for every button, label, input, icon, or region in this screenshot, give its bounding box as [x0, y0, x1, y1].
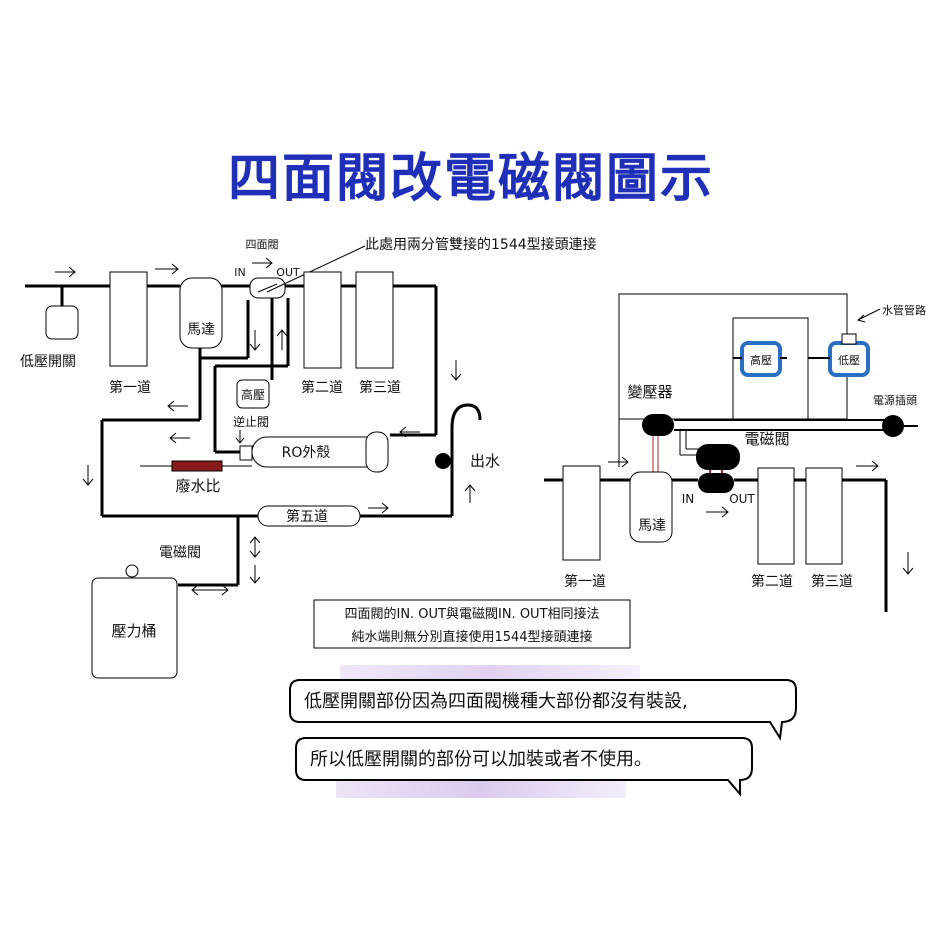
high-pressure-switch — [236, 379, 270, 409]
ro-housing-label: RO外殼 — [282, 445, 331, 461]
right-out-label: OUT — [729, 492, 755, 506]
valve-out-label: OUT — [276, 266, 300, 279]
pressure-tank — [91, 577, 178, 679]
right-stage-two-label: 第二道 — [751, 573, 793, 590]
right-high-pressure-label: 高壓 — [750, 353, 772, 367]
waste-ratio-restrictor — [171, 460, 223, 472]
power-plug-icon — [882, 415, 904, 437]
note-box: 四面閥的IN. OUT與電磁閥IN. OUT相同接法 純水端則無分別直接使用15… — [313, 599, 631, 649]
right-in-label: IN — [682, 492, 695, 506]
tank-valve-icon — [125, 564, 139, 578]
right-motor-label: 馬達 — [638, 518, 666, 534]
flow-arrows-right — [608, 456, 914, 575]
transformer-label: 變壓器 — [627, 383, 672, 401]
flow-arrows-left — [55, 257, 476, 596]
right-diagram: 水管管路 高壓 低壓 變壓器 電源插頭 電磁閥 IN OUT — [544, 293, 926, 612]
left-diagram: 低壓開關 第一道 馬達 四面閥 IN OUT 此處用兩分管雙接的1544型接頭連… — [20, 236, 597, 679]
stage-two-filter — [303, 271, 342, 369]
high-pressure-label: 高壓 — [241, 387, 265, 402]
stage-three-label: 第三道 — [359, 379, 401, 396]
four-way-valve-label: 四面閥 — [246, 238, 279, 251]
stage-one-label: 第一道 — [109, 379, 151, 396]
right-motor — [629, 471, 673, 543]
note-line-2: 純水端則無分別直接使用1544型接頭連接 — [351, 629, 592, 645]
power-plug-label: 電源插頭 — [873, 393, 917, 407]
right-low-pressure-label: 低壓 — [838, 354, 860, 367]
bubble-text-2: 所以低壓開關的部份可以加裝或者不使用。 — [310, 749, 652, 770]
faucet-valve-icon — [435, 453, 451, 469]
low-pressure-switch — [45, 305, 79, 340]
bubble-text-1: 低壓開關部份因為四面閥機種大部份都沒有裝設, — [304, 691, 688, 712]
motor-label: 馬達 — [187, 322, 215, 338]
solenoid-valve — [696, 444, 740, 470]
speech-bubble-2 — [295, 737, 753, 797]
motor — [179, 277, 223, 349]
right-stage-one-label: 第一道 — [564, 573, 606, 590]
faucet-icon — [450, 403, 482, 460]
right-stage-three-filter — [805, 467, 843, 565]
note-line-1: 四面閥的IN. OUT與電磁閥IN. OUT相同接法 — [344, 606, 599, 622]
valve-in-label: IN — [234, 266, 245, 279]
speech-bubbles: 低壓開關部份因為四面閥機種大部份都沒有裝設, 所以低壓開關的部份可以加裝或者不使… — [289, 665, 797, 798]
stage-five-filter — [257, 505, 361, 527]
right-stage-three-label: 第三道 — [811, 573, 853, 590]
right-solenoid-label: 電磁閥 — [744, 430, 789, 448]
right-stage-one-filter — [562, 465, 601, 561]
transformer — [642, 414, 674, 436]
waste-ratio-label: 廢水比 — [175, 477, 220, 495]
pressure-tank-label: 壓力桶 — [111, 622, 156, 640]
tank-solenoid-label: 電磁閥 — [159, 545, 201, 561]
stage-three-filter — [355, 271, 394, 369]
stage-one-filter — [109, 271, 148, 367]
callout-text: 此處用兩分管雙接的1544型接頭連接 — [365, 236, 597, 253]
page-title: 四面閥改電磁閥圖示 — [228, 149, 714, 209]
stage-two-label: 第二道 — [301, 379, 343, 396]
check-valve-label: 逆止閥 — [233, 414, 269, 429]
speech-bubble-1 — [289, 679, 797, 741]
right-stage-two-filter — [757, 467, 795, 565]
stage-five-label: 第五道 — [286, 508, 328, 525]
outlet-label: 出水 — [470, 452, 500, 470]
callout-leader — [266, 245, 366, 293]
low-pressure-switch-label: 低壓開關 — [20, 354, 76, 370]
pipe-label: 水管管路 — [882, 303, 926, 317]
